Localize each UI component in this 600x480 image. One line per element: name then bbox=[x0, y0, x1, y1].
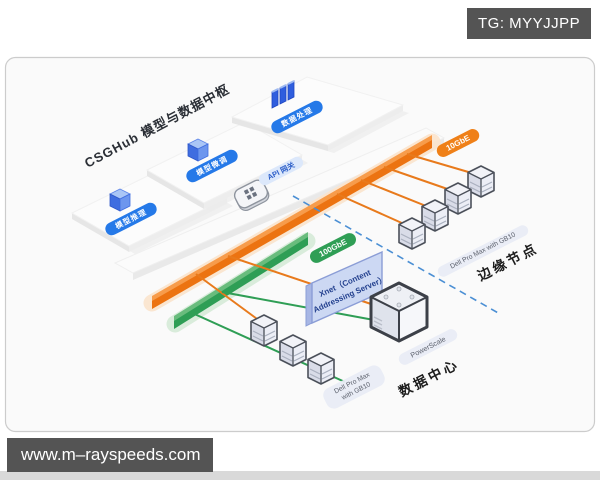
server-icon bbox=[467, 165, 495, 198]
api-gateway-icon bbox=[233, 179, 270, 212]
tg-contact-badge: TG: MYYJJPP bbox=[467, 8, 591, 39]
server-icon bbox=[421, 199, 449, 232]
server-icon bbox=[279, 334, 307, 367]
website-text: www.m–rayspeeds.com bbox=[21, 445, 201, 464]
storage-icon bbox=[369, 281, 429, 343]
server-icon bbox=[250, 314, 278, 347]
model-inference-cube-icon bbox=[109, 188, 131, 212]
server-icon bbox=[444, 182, 472, 215]
core-network-bar bbox=[166, 232, 316, 333]
data-stack-icon bbox=[271, 80, 295, 109]
zone-divider-line bbox=[292, 195, 501, 315]
server-icon bbox=[307, 352, 335, 385]
server-icon bbox=[398, 217, 426, 250]
bottom-strip bbox=[0, 471, 600, 480]
website-badge: www.m–rayspeeds.com bbox=[7, 438, 213, 472]
model-finetune-cube-icon bbox=[187, 138, 209, 162]
tg-contact-text: TG: MYYJJPP bbox=[478, 15, 581, 32]
